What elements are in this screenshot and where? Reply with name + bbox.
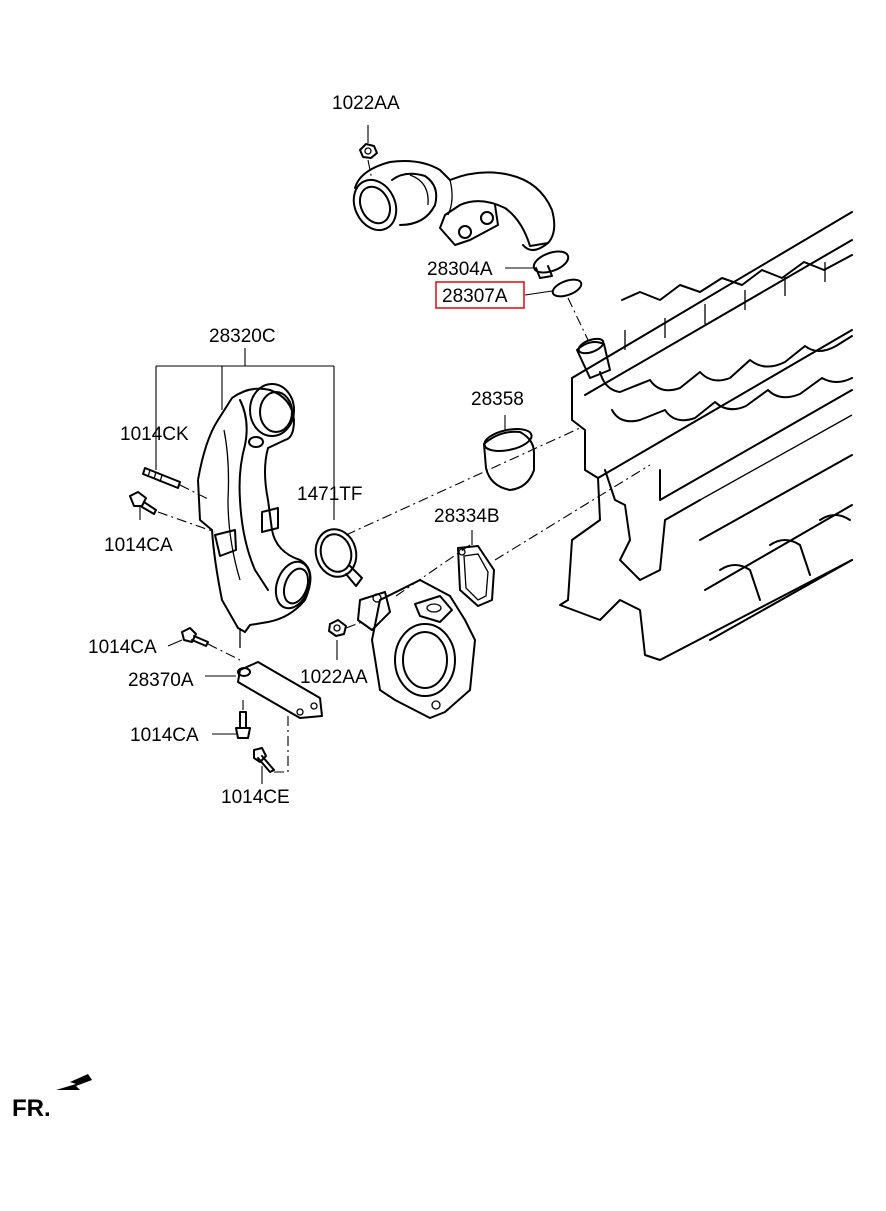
label-1022aa-top: 1022AA xyxy=(332,93,400,114)
bolt-1014ca-b xyxy=(181,627,209,647)
front-arrow-icon xyxy=(56,1074,92,1090)
label-28358: 28358 xyxy=(471,389,524,410)
sleeve-28358 xyxy=(483,428,536,491)
label-1471tf: 1471TF xyxy=(297,484,362,505)
block-outlet-nipple xyxy=(576,337,611,379)
label-1014ca-b: 1014CA xyxy=(88,637,157,658)
gasket-28334b xyxy=(457,545,495,607)
label-1022aa-bottom: 1022AA xyxy=(300,667,368,688)
front-label: FR. xyxy=(12,1095,51,1122)
o-ring-28307a xyxy=(551,278,583,298)
highlight-box-28307a xyxy=(435,281,525,309)
label-28320c: 28320C xyxy=(209,326,276,347)
label-1014ck: 1014CK xyxy=(120,424,189,445)
intake-pipe-28320c xyxy=(197,383,312,648)
front-indicator: FR. xyxy=(12,1074,92,1122)
engine-block xyxy=(559,211,853,661)
bolt-1014ca-c xyxy=(235,711,251,739)
upper-intake-pipe xyxy=(352,160,556,251)
stud-1014ck xyxy=(142,467,181,489)
label-1014ce: 1014CE xyxy=(221,787,290,808)
hose-clamp-28304a xyxy=(532,250,570,279)
nut-1022aa-bottom xyxy=(328,619,347,637)
label-28307a[interactable]: 28307A xyxy=(442,286,508,307)
bolt-1014ca-a xyxy=(129,491,157,515)
bolt-1014ce xyxy=(253,747,275,773)
hose-clamp-1471tf xyxy=(314,528,363,587)
label-1014ca-c: 1014CA xyxy=(130,725,199,746)
nut-1022aa-top xyxy=(359,143,378,159)
label-28370a: 28370A xyxy=(128,670,194,691)
label-1014ca-a: 1014CA xyxy=(104,535,173,556)
label-28304a: 28304A xyxy=(427,259,493,280)
label-28334b: 28334B xyxy=(434,506,500,527)
bracket-28370a xyxy=(237,661,323,719)
intake-elbow-housing xyxy=(357,579,476,719)
